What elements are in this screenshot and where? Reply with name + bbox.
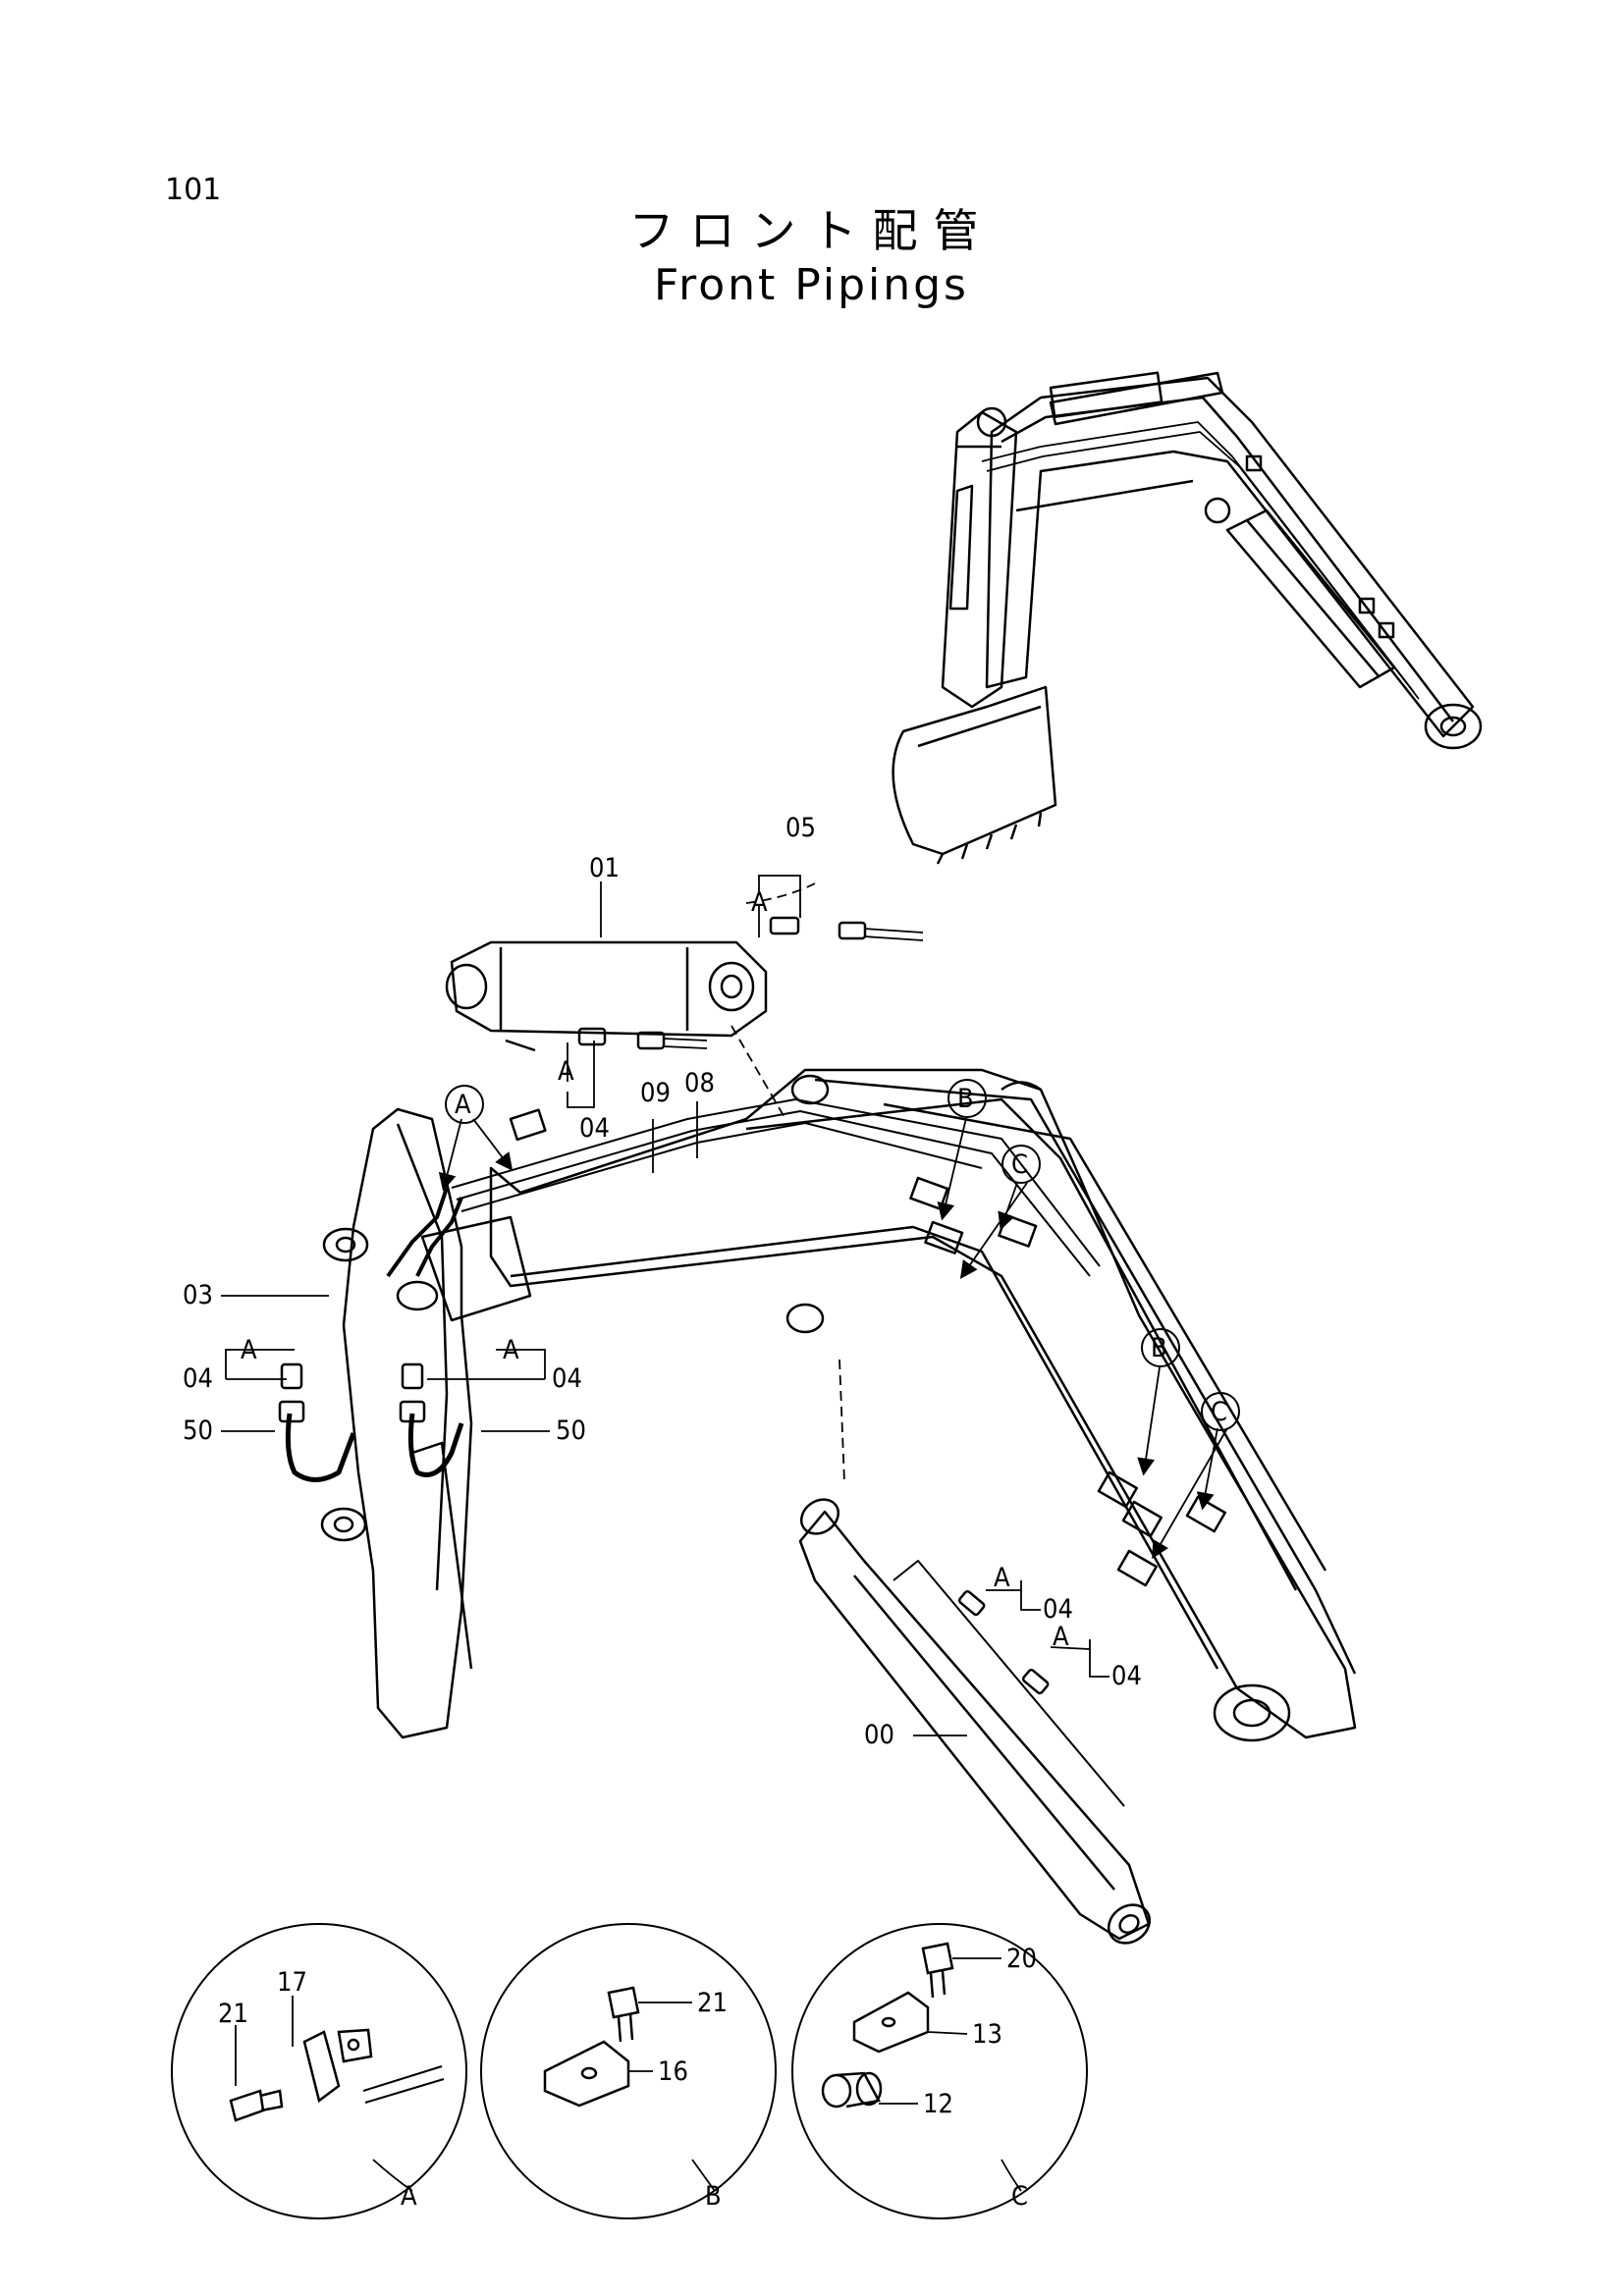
detail-a-label: A (401, 2181, 417, 2212)
callout-05: 05 (785, 813, 816, 843)
callout-03: 03 (183, 1280, 213, 1310)
callout-09: 09 (640, 1078, 671, 1108)
view-marker-a-left: A (241, 1335, 257, 1365)
detail-b-callout-21: 21 (697, 1988, 728, 2018)
title-block: フロント配管 Front Pipings (0, 202, 1623, 312)
view-marker-a-top: A (455, 1090, 471, 1120)
main-exploded-view (278, 882, 1357, 1945)
callout-01: 01 (589, 853, 620, 883)
callout-00: 00 (864, 1720, 894, 1750)
callout-04-left: 04 (183, 1363, 213, 1394)
view-marker-a-right: A (503, 1335, 519, 1365)
detail-b-label: B (705, 2181, 722, 2212)
detail-c-callout-12: 12 (923, 2089, 953, 2119)
view-marker-b-1: B (957, 1084, 974, 1114)
page-title-japanese: フロント配管 (628, 204, 995, 257)
callout-50-right: 50 (556, 1415, 586, 1446)
view-marker-a-00-1: A (994, 1563, 1010, 1593)
excavator-overview (892, 371, 1483, 865)
page-title-english: Front Pipings (654, 260, 969, 310)
detail-a-callout-17: 17 (277, 1967, 307, 1998)
callout-50-left: 50 (183, 1415, 213, 1446)
view-marker-a-00-2: A (1053, 1622, 1069, 1652)
detail-c-label: C (1011, 2181, 1028, 2212)
callout-04-00-1: 04 (1043, 1594, 1073, 1625)
callout-08: 08 (684, 1068, 715, 1098)
callout-labels: 01 05 A A 04 09 08 A B C B C 03 A 04 A 0… (183, 813, 1227, 1750)
leader-lines (221, 875, 1228, 1736)
detail-b-callout-16: 16 (658, 2056, 688, 2087)
view-marker-a-under-01: A (558, 1056, 574, 1087)
detail-c-callout-20: 20 (1006, 1944, 1037, 1974)
callout-04-under-01: 04 (579, 1113, 610, 1144)
view-marker-c-1: C (1011, 1149, 1028, 1180)
view-marker-circles (445, 1079, 1240, 1431)
detail-view-c: 20 13 12 C (791, 1923, 1088, 2219)
view-marker-a-05: A (751, 887, 768, 918)
callout-04-00-2: 04 (1111, 1661, 1142, 1691)
detail-c-callout-13: 13 (972, 2019, 1002, 2050)
view-marker-b-2: B (1151, 1333, 1167, 1363)
callout-04-right: 04 (552, 1363, 582, 1394)
detail-view-a: 21 17 A (171, 1923, 467, 2219)
detail-view-b: 21 16 B (480, 1923, 777, 2219)
view-marker-c-2: C (1211, 1397, 1227, 1427)
page-number: 101 (165, 173, 222, 207)
detail-a-callout-21: 21 (218, 1999, 248, 2029)
